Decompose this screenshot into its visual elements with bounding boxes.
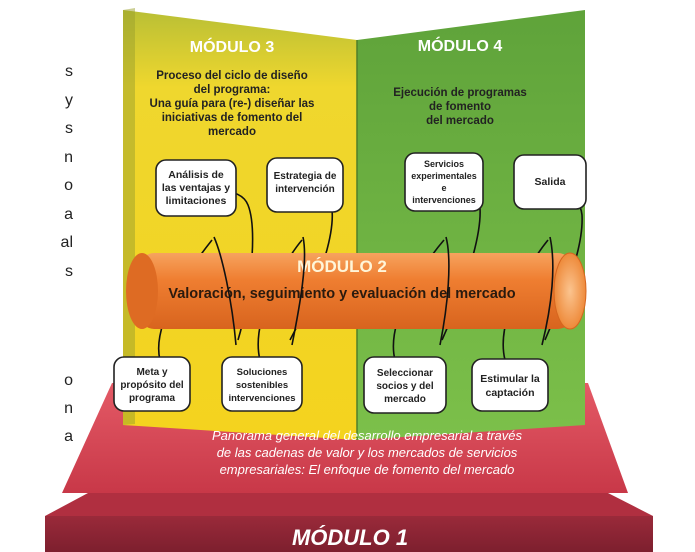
left-fragment: o xyxy=(64,372,73,389)
spiral-connector-front xyxy=(213,236,554,346)
module4-box: Estimular la captación xyxy=(471,358,549,412)
left-fragment: n xyxy=(64,149,73,166)
module3-description-line: mercado xyxy=(208,126,256,138)
module3-box-line: Análisis de xyxy=(168,169,224,181)
module3-panel xyxy=(123,10,357,440)
module2-tube: MÓDULO 2 Valoración, seguimiento y evalu… xyxy=(126,252,587,330)
module3-description-line: del programa: xyxy=(194,84,271,96)
module4-box: Salida xyxy=(513,154,587,210)
module2-tube-left-cap xyxy=(126,253,158,329)
module3-box-line: sostenibles xyxy=(236,380,288,391)
module3-box-line: intervenciones xyxy=(228,393,295,404)
left-fragment: n xyxy=(64,400,73,417)
module1-front-face xyxy=(45,516,653,552)
module3-description-line: iniciativas de fomento del xyxy=(162,112,303,124)
module4-title: MÓDULO 4 xyxy=(418,36,503,55)
module4-box-line: captación xyxy=(485,387,534,399)
module3-box-line: Meta y xyxy=(136,367,168,378)
module2-title: MÓDULO 2 xyxy=(297,257,387,276)
module4-box: Seleccionar socios y del mercado xyxy=(363,356,447,414)
module4-box-line: intervenciones xyxy=(412,195,476,205)
left-fragment: s xyxy=(65,263,73,280)
left-text-fragments: s y s n o a al s o n a xyxy=(61,63,74,445)
left-fragment: s xyxy=(65,120,73,137)
module3-box-line: programa xyxy=(129,393,176,404)
module4-box-line: socios y del xyxy=(376,381,433,392)
module4-description-line: Ejecución de programas xyxy=(393,87,527,99)
left-fragment: a xyxy=(64,206,73,223)
module3-box: Análisis de las ventajas y limitaciones xyxy=(155,159,237,217)
module1-title: MÓDULO 1 xyxy=(292,525,408,550)
module2-description: Valoración, seguimiento y evaluación del… xyxy=(168,286,515,302)
module3-description-line: Una guía para (re-) diseñar las xyxy=(150,98,315,110)
left-fragment: al xyxy=(61,234,73,251)
module1-description-line: de las cadenas de valor y los mercados d… xyxy=(217,445,518,460)
module3-box-line: Soluciones xyxy=(237,367,288,378)
module3-box: Soluciones sostenibles intervenciones xyxy=(221,356,303,412)
module3-box-line: propósito del xyxy=(120,380,184,391)
module4-box-line: experimentales xyxy=(411,171,477,181)
module4-box-line: Servicios xyxy=(424,159,464,169)
module4-box-line: mercado xyxy=(384,394,426,405)
module3-description-line: Proceso del ciclo de diseño xyxy=(156,70,307,82)
module1-top-face xyxy=(45,493,653,516)
module1-description-line: empresariales: El enfoque de fomento del… xyxy=(220,462,515,477)
module3-panel-edge xyxy=(123,8,135,425)
module4-panel xyxy=(357,10,585,440)
left-fragment: o xyxy=(64,177,73,194)
module3-title: MÓDULO 3 xyxy=(190,37,275,56)
module3-box: Estrategia de intervención xyxy=(266,157,344,213)
module1-description-line: Panorama general del desarrollo empresar… xyxy=(212,428,522,443)
module3-box: Meta y propósito del programa xyxy=(113,356,191,412)
module4-description: Ejecución de programas de fomento del me… xyxy=(393,87,527,127)
module4-box-line: e xyxy=(441,183,446,193)
module2-tube-body xyxy=(140,253,572,329)
module4-box-line: Estimular la xyxy=(480,373,540,385)
module3-box-line: Estrategia de xyxy=(274,171,337,182)
module3-box-line: intervención xyxy=(275,184,334,195)
module4-box: Servicios experimentales e intervencione… xyxy=(404,152,484,212)
module4-description-line: del mercado xyxy=(426,115,494,127)
module3-box-line: las ventajas y xyxy=(162,182,230,194)
left-fragment: y xyxy=(65,92,73,109)
module4-description-line: de fomento xyxy=(429,101,491,113)
module2-tube-right-cap xyxy=(553,252,587,330)
module4-box-line: Seleccionar xyxy=(377,368,433,379)
module1-description: Panorama general del desarrollo empresar… xyxy=(212,428,522,477)
left-fragment: s xyxy=(65,63,73,80)
module4-box-line: Salida xyxy=(535,176,566,188)
left-fragment: a xyxy=(64,428,73,445)
module3-description: Proceso del ciclo de diseño del programa… xyxy=(150,70,315,138)
module3-box-line: limitaciones xyxy=(166,195,227,207)
